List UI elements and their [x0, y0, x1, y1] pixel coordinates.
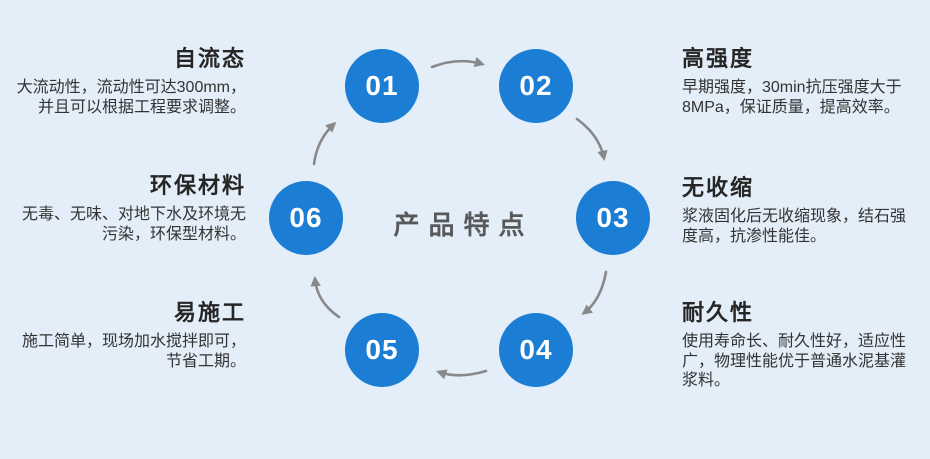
node-number: 01	[365, 70, 399, 101]
feature-block-03: 无收缩 浆液固化后无收缩现象，结石强 度高，抗渗性能佳。	[682, 175, 928, 246]
feature-title: 自流态	[173, 46, 246, 71]
feature-description: 施工简单，现场加水搅拌即可， 节省工期。	[21, 333, 246, 370]
feature-block-02: 高强度 早期强度，30min抗压强度大于 8MPa，保证质量，提高效率。	[682, 46, 928, 117]
arrow-01-02	[430, 56, 485, 69]
feature-title: 无收缩	[682, 175, 755, 200]
cycle-node-01: 01	[345, 49, 419, 123]
arrow-06-01	[312, 121, 337, 166]
feature-title: 耐久性	[682, 300, 755, 325]
cycle-node-03: 03	[576, 181, 650, 255]
arrow-03-04	[581, 270, 608, 315]
feature-title: 环保材料	[149, 173, 246, 198]
node-number: 03	[596, 202, 630, 233]
feature-title: 易施工	[173, 300, 246, 325]
cycle-node-06: 06	[269, 181, 343, 255]
arrow-02-03	[575, 117, 608, 162]
node-number: 02	[519, 70, 553, 101]
feature-description: 使用寿命长、耐久性好，适应性 广，物理性能优于普通水泥基灌 浆料。	[682, 333, 907, 389]
feature-block-04: 耐久性 使用寿命长、耐久性好，适应性 广，物理性能优于普通水泥基灌 浆料。	[682, 300, 928, 391]
cycle-node-02: 02	[499, 49, 573, 123]
feature-description: 早期强度，30min抗压强度大于 8MPa，保证质量，提高效率。	[682, 79, 902, 116]
feature-title: 高强度	[682, 46, 755, 71]
feature-block-06: 环保材料 无毒、无味、对地下水及环境无 污染，环保型材料。	[0, 173, 246, 244]
node-number: 05	[365, 334, 399, 365]
feature-description: 浆液固化后无收缩现象，结石强 度高，抗渗性能佳。	[682, 208, 907, 245]
cycle-node-04: 04	[499, 313, 573, 387]
diagram-title: 产品特点	[393, 210, 534, 240]
feature-description: 大流动性，流动性可达300mm， 并且可以根据工程要求调整。	[16, 79, 246, 116]
node-number: 06	[289, 202, 323, 233]
feature-block-05: 易施工 施工简单，现场加水搅拌即可， 节省工期。	[0, 300, 246, 371]
feature-block-01: 自流态 大流动性，流动性可达300mm， 并且可以根据工程要求调整。	[0, 46, 246, 117]
node-number: 04	[519, 334, 553, 365]
cycle-node-05: 05	[345, 313, 419, 387]
arrow-04-05	[436, 369, 488, 380]
arrow-05-06	[310, 275, 341, 319]
feature-description: 无毒、无味、对地下水及环境无 污染，环保型材料。	[21, 206, 246, 243]
